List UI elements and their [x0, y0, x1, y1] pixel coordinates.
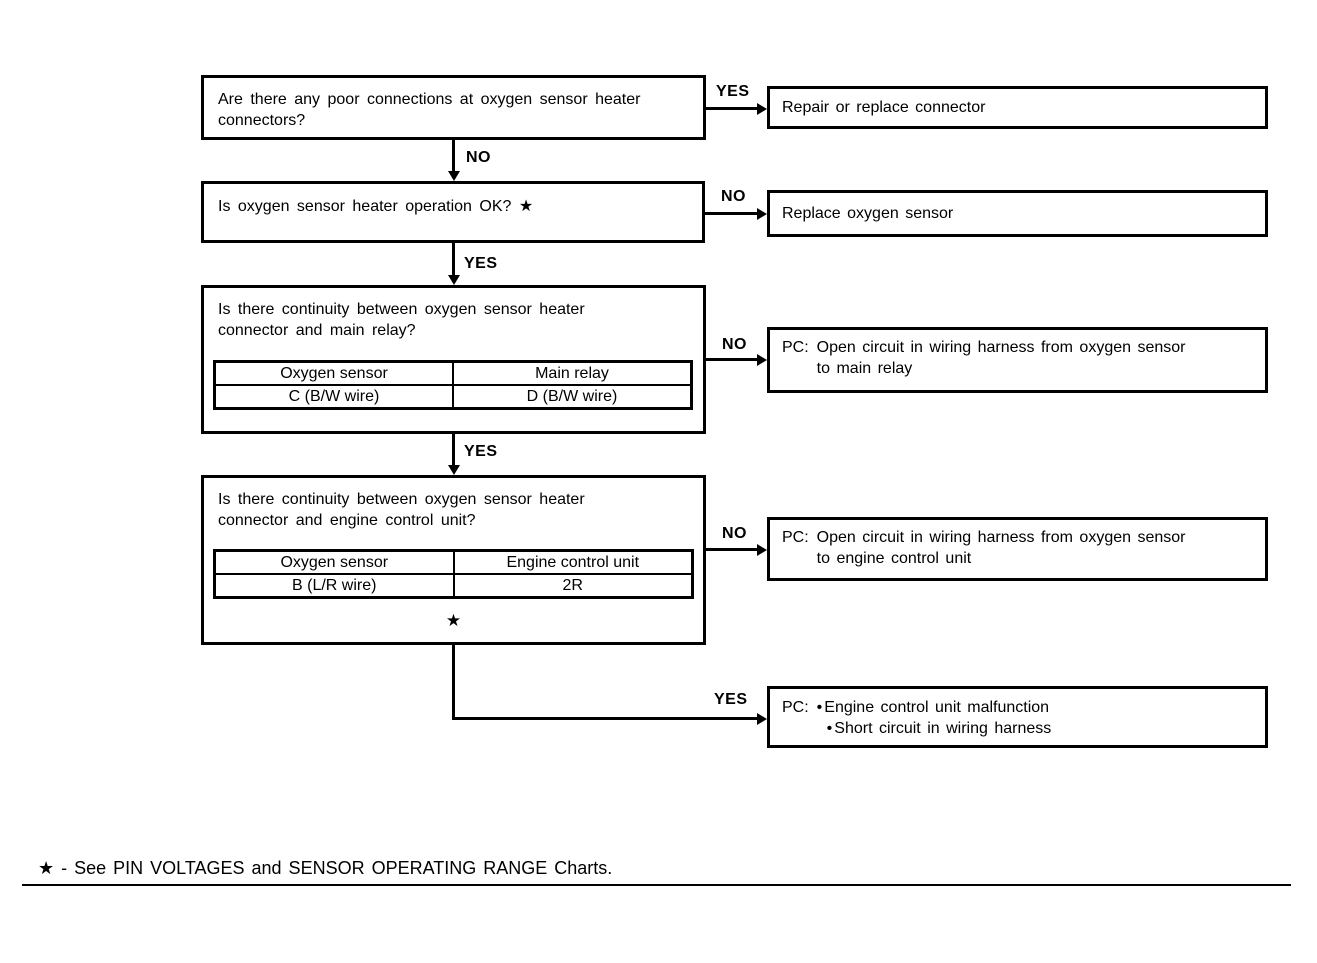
question-text: Is oxygen sensor heater operation OK? ★ — [218, 198, 534, 215]
table-value-cell: 2R — [452, 573, 694, 599]
action-text: Repair or replace connector — [782, 98, 986, 116]
bullet-icon: • — [816, 699, 823, 716]
arrow-right-icon — [757, 713, 767, 725]
action-box-repair-connector: Repair or replace connector — [767, 86, 1268, 129]
table-header-cell: Oxygen sensor — [213, 549, 455, 575]
branch-label-yes: YES — [464, 443, 498, 460]
bullet-text: Engine control unit malfunction — [824, 699, 1050, 716]
question-text: Are there any poor connections at oxygen… — [218, 91, 641, 129]
branch-label-no: NO — [722, 525, 747, 542]
bullet-item: •Engine control unit malfunction — [817, 697, 1052, 718]
connector-q1-q2 — [452, 140, 455, 172]
continuity-table-main-relay: Oxygen sensor Main relay C (B/W wire) D … — [213, 360, 693, 410]
table-header-cell: Main relay — [452, 360, 693, 386]
pc-prefix: PC: — [782, 529, 809, 546]
star-marker: ★ — [445, 611, 462, 630]
bullet-item: •Short circuit in wiring harness — [827, 718, 1052, 739]
result-box-ecu-malfunction: PC: •Engine control unit malfunction •Sh… — [767, 686, 1268, 748]
footnote: ★ - See PIN VOLTAGES and SENSOR OPERATIN… — [38, 858, 613, 878]
arrow-right-icon — [757, 103, 767, 115]
table-value-row: C (B/W wire) D (B/W wire) — [213, 384, 693, 410]
bullet-icon: • — [826, 720, 833, 737]
arrow-down-icon — [448, 171, 460, 181]
table-value-row: B (L/R wire) 2R — [213, 573, 694, 599]
connector-q4-r4 — [705, 548, 758, 551]
connector-q2-q3 — [452, 243, 455, 276]
branch-label-no: NO — [466, 149, 491, 166]
footer-divider — [22, 884, 1291, 886]
arrow-down-icon — [448, 275, 460, 285]
connector-q4-down — [452, 645, 455, 720]
table-header-row: Oxygen sensor Main relay — [213, 360, 693, 386]
question-box-poor-connections: Are there any poor connections at oxygen… — [201, 75, 706, 140]
table-value-cell: D (B/W wire) — [452, 384, 693, 410]
table-header-cell: Oxygen sensor — [213, 360, 454, 386]
result-text: Open circuit in wiring harness from oxyg… — [816, 339, 1186, 377]
result-box-open-circuit-ecu: PC: Open circuit in wiring harness from … — [767, 517, 1268, 581]
connector-q2-r2 — [705, 212, 758, 215]
table-value-cell: B (L/R wire) — [213, 573, 455, 599]
table-header-row: Oxygen sensor Engine control unit — [213, 549, 694, 575]
arrow-down-icon — [448, 465, 460, 475]
connector-q3-q4 — [452, 433, 455, 466]
arrow-right-icon — [757, 208, 767, 220]
bullet-text: Short circuit in wiring harness — [834, 720, 1052, 737]
arrow-right-icon — [757, 354, 767, 366]
connector-q3-r3 — [705, 358, 758, 361]
action-box-replace-sensor: Replace oxygen sensor — [767, 190, 1268, 237]
question-box-continuity-main-relay: Is there continuity between oxygen senso… — [201, 285, 706, 434]
action-text: Replace oxygen sensor — [782, 204, 954, 222]
question-text: Is there continuity between oxygen senso… — [218, 301, 585, 339]
arrow-right-icon — [757, 544, 767, 556]
continuity-table-ecu: Oxygen sensor Engine control unit B (L/R… — [213, 549, 694, 599]
connector-q1-r1 — [705, 107, 758, 110]
branch-label-yes: YES — [464, 255, 498, 272]
branch-label-no: NO — [722, 336, 747, 353]
pc-prefix: PC: — [782, 339, 809, 356]
table-header-cell: Engine control unit — [452, 549, 694, 575]
question-text: Is there continuity between oxygen senso… — [218, 491, 585, 529]
branch-label-yes: YES — [716, 83, 750, 100]
result-box-open-circuit-main-relay: PC: Open circuit in wiring harness from … — [767, 327, 1268, 393]
connector-q4-r5 — [452, 717, 758, 720]
branch-label-no: NO — [721, 188, 746, 205]
result-text: Open circuit in wiring harness from oxyg… — [816, 529, 1186, 567]
branch-label-yes: YES — [714, 691, 748, 708]
question-box-continuity-ecu: Is there continuity between oxygen senso… — [201, 475, 706, 645]
pc-prefix: PC: — [782, 699, 809, 716]
question-box-heater-operation: Is oxygen sensor heater operation OK? ★ — [201, 181, 705, 243]
table-value-cell: C (B/W wire) — [213, 384, 454, 410]
